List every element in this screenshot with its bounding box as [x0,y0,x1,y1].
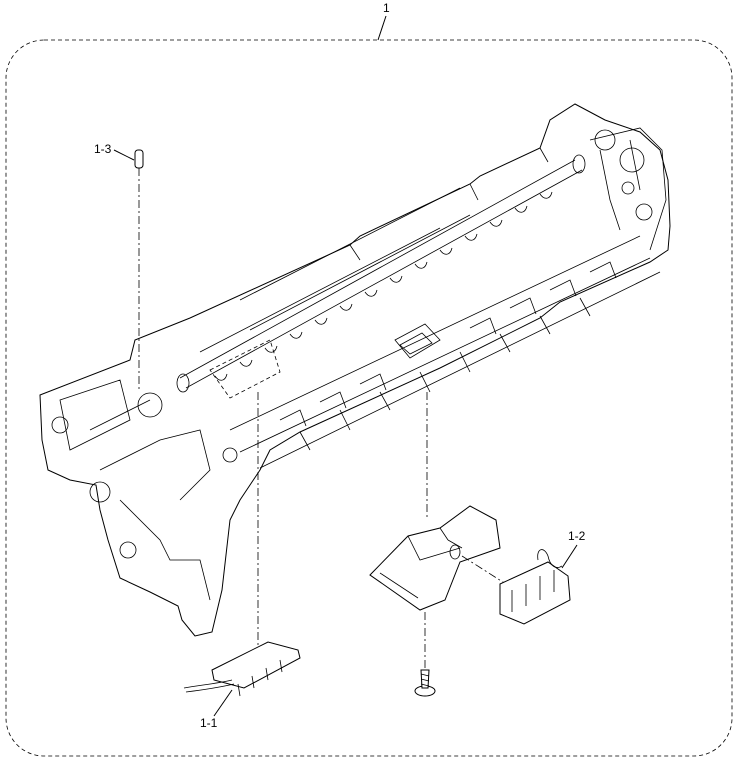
part-1-2-label: 1-2 [568,529,586,543]
bracket-details [379,527,463,599]
left-side-frame [59,379,211,601]
left-gear-2 [119,541,137,559]
assembly-boundary [5,39,733,757]
guide-ribs [279,261,617,427]
part-1-2-leader [561,544,578,569]
part-1-2-sensor-holder [499,549,571,625]
holder-body [499,561,571,625]
left-gear-3 [137,392,163,418]
unit-frame-outline [39,103,671,637]
bracket-body [369,505,501,611]
part-1-1-sensor-board [183,641,301,697]
pin-body [134,149,144,169]
screw-thread [420,673,430,687]
upper-roller-start [176,373,190,393]
part-1-3-pin [134,149,144,390]
right-gear-1 [594,129,616,151]
holder-wire [537,549,563,568]
rear-panel-lines [199,147,549,353]
upper-roller [179,159,583,389]
front-paper-guide [229,235,661,469]
right-gear-2 [619,147,645,173]
part-1-3-label: 1-3 [94,142,112,156]
mounting-screw [414,669,436,697]
roller-ribs [214,191,553,381]
right-gear-4 [621,181,635,195]
left-gear-4 [222,447,238,463]
right-gear-3 [635,203,653,221]
part-1-1-leader [213,689,233,717]
sensor-board-pins [237,659,283,697]
bracket-hole [449,544,461,560]
center-sensor-window [394,323,441,359]
assembly-label: 1 [383,1,390,15]
mounting-bracket [369,505,501,611]
sensor-board-wire [183,679,235,693]
left-gear-1 [89,481,111,503]
sensor-board-body [211,641,301,689]
part-1-3-leader [113,149,135,161]
assembly-leader-line [377,15,387,41]
hidden-part-outline [209,339,281,399]
main-unit-assembly [39,103,671,637]
left-gear-5 [51,416,69,434]
part-1-1-label: 1-1 [200,716,218,730]
holder-slots [511,570,555,612]
upper-roller-end [572,154,586,174]
bracket-to-holder-line [461,555,507,585]
